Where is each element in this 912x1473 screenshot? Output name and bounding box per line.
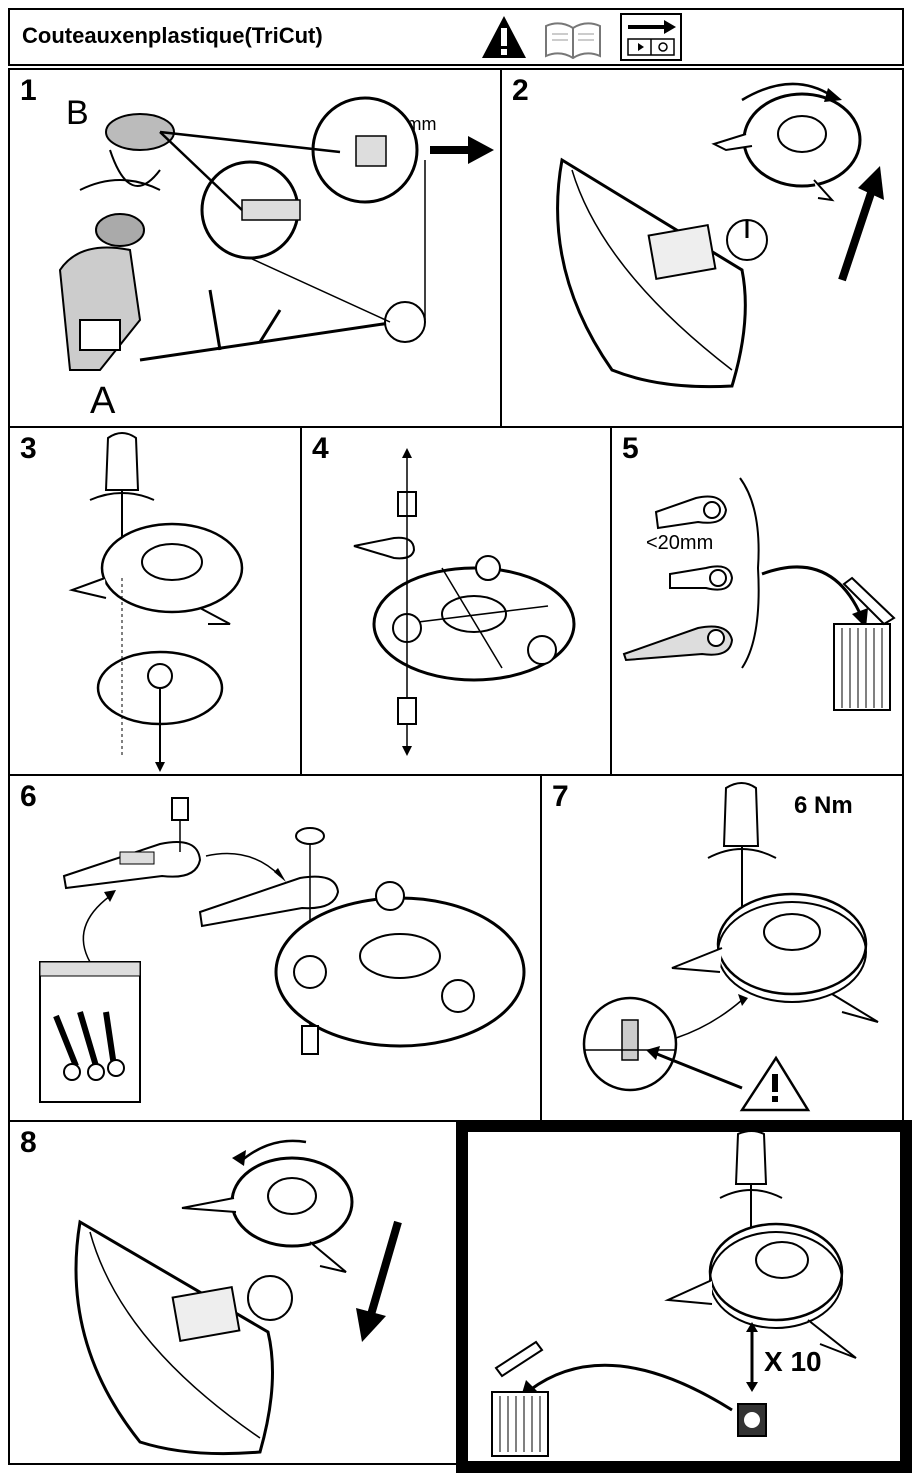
- measure-label: <20mm: [646, 532, 714, 554]
- panel-step-6: 6: [8, 774, 542, 1122]
- step-number: 7: [552, 780, 569, 813]
- panel-step-4: 4: [300, 426, 612, 776]
- panel-step-8: 8: [8, 1120, 458, 1465]
- header-bar: Couteauxenplastique(TriCut): [8, 8, 904, 66]
- manual-book-icon: [545, 22, 601, 60]
- panel-step-2: 2: [500, 68, 904, 428]
- tighten-torque-illustration: [582, 782, 879, 1112]
- panel-step-5: 5 <20mm: [610, 426, 904, 776]
- guard-remove-head-illustration: [556, 82, 884, 389]
- blade-disassembly-illustration: [353, 448, 576, 756]
- step-number: 4: [312, 432, 329, 465]
- label-a: A: [90, 380, 116, 422]
- nut-replacement-illustration: [491, 1132, 857, 1457]
- step-number: 1: [20, 74, 37, 107]
- step-number: 6: [20, 780, 37, 813]
- step-number: 2: [512, 74, 529, 107]
- worn-blade-disposal-illustration: [622, 477, 896, 711]
- label-b: B: [66, 94, 89, 132]
- unscrew-head-illustration: [68, 432, 244, 772]
- warning-icon: [482, 16, 526, 58]
- step-number: 8: [20, 1126, 37, 1159]
- panel-step-7: 7 6 Nm: [540, 774, 904, 1122]
- arrow-chart-icon: [620, 13, 682, 61]
- new-blade-fitting-illustration: [39, 797, 526, 1103]
- torque-label: 6 Nm: [794, 792, 853, 819]
- panel-step-1: 1 B A <20mm: [8, 68, 502, 428]
- panel-step-3: 3: [8, 426, 302, 776]
- panel-nut-replacement: X 10: [456, 1120, 912, 1473]
- trimmer-inspection-illustration: [58, 96, 494, 371]
- step-number: 3: [20, 432, 37, 465]
- count-label: X 10: [764, 1346, 822, 1377]
- refit-head-illustration: [74, 1139, 402, 1456]
- page-title: Couteauxenplastique(TriCut): [22, 23, 323, 48]
- step-number: 5: [622, 432, 639, 465]
